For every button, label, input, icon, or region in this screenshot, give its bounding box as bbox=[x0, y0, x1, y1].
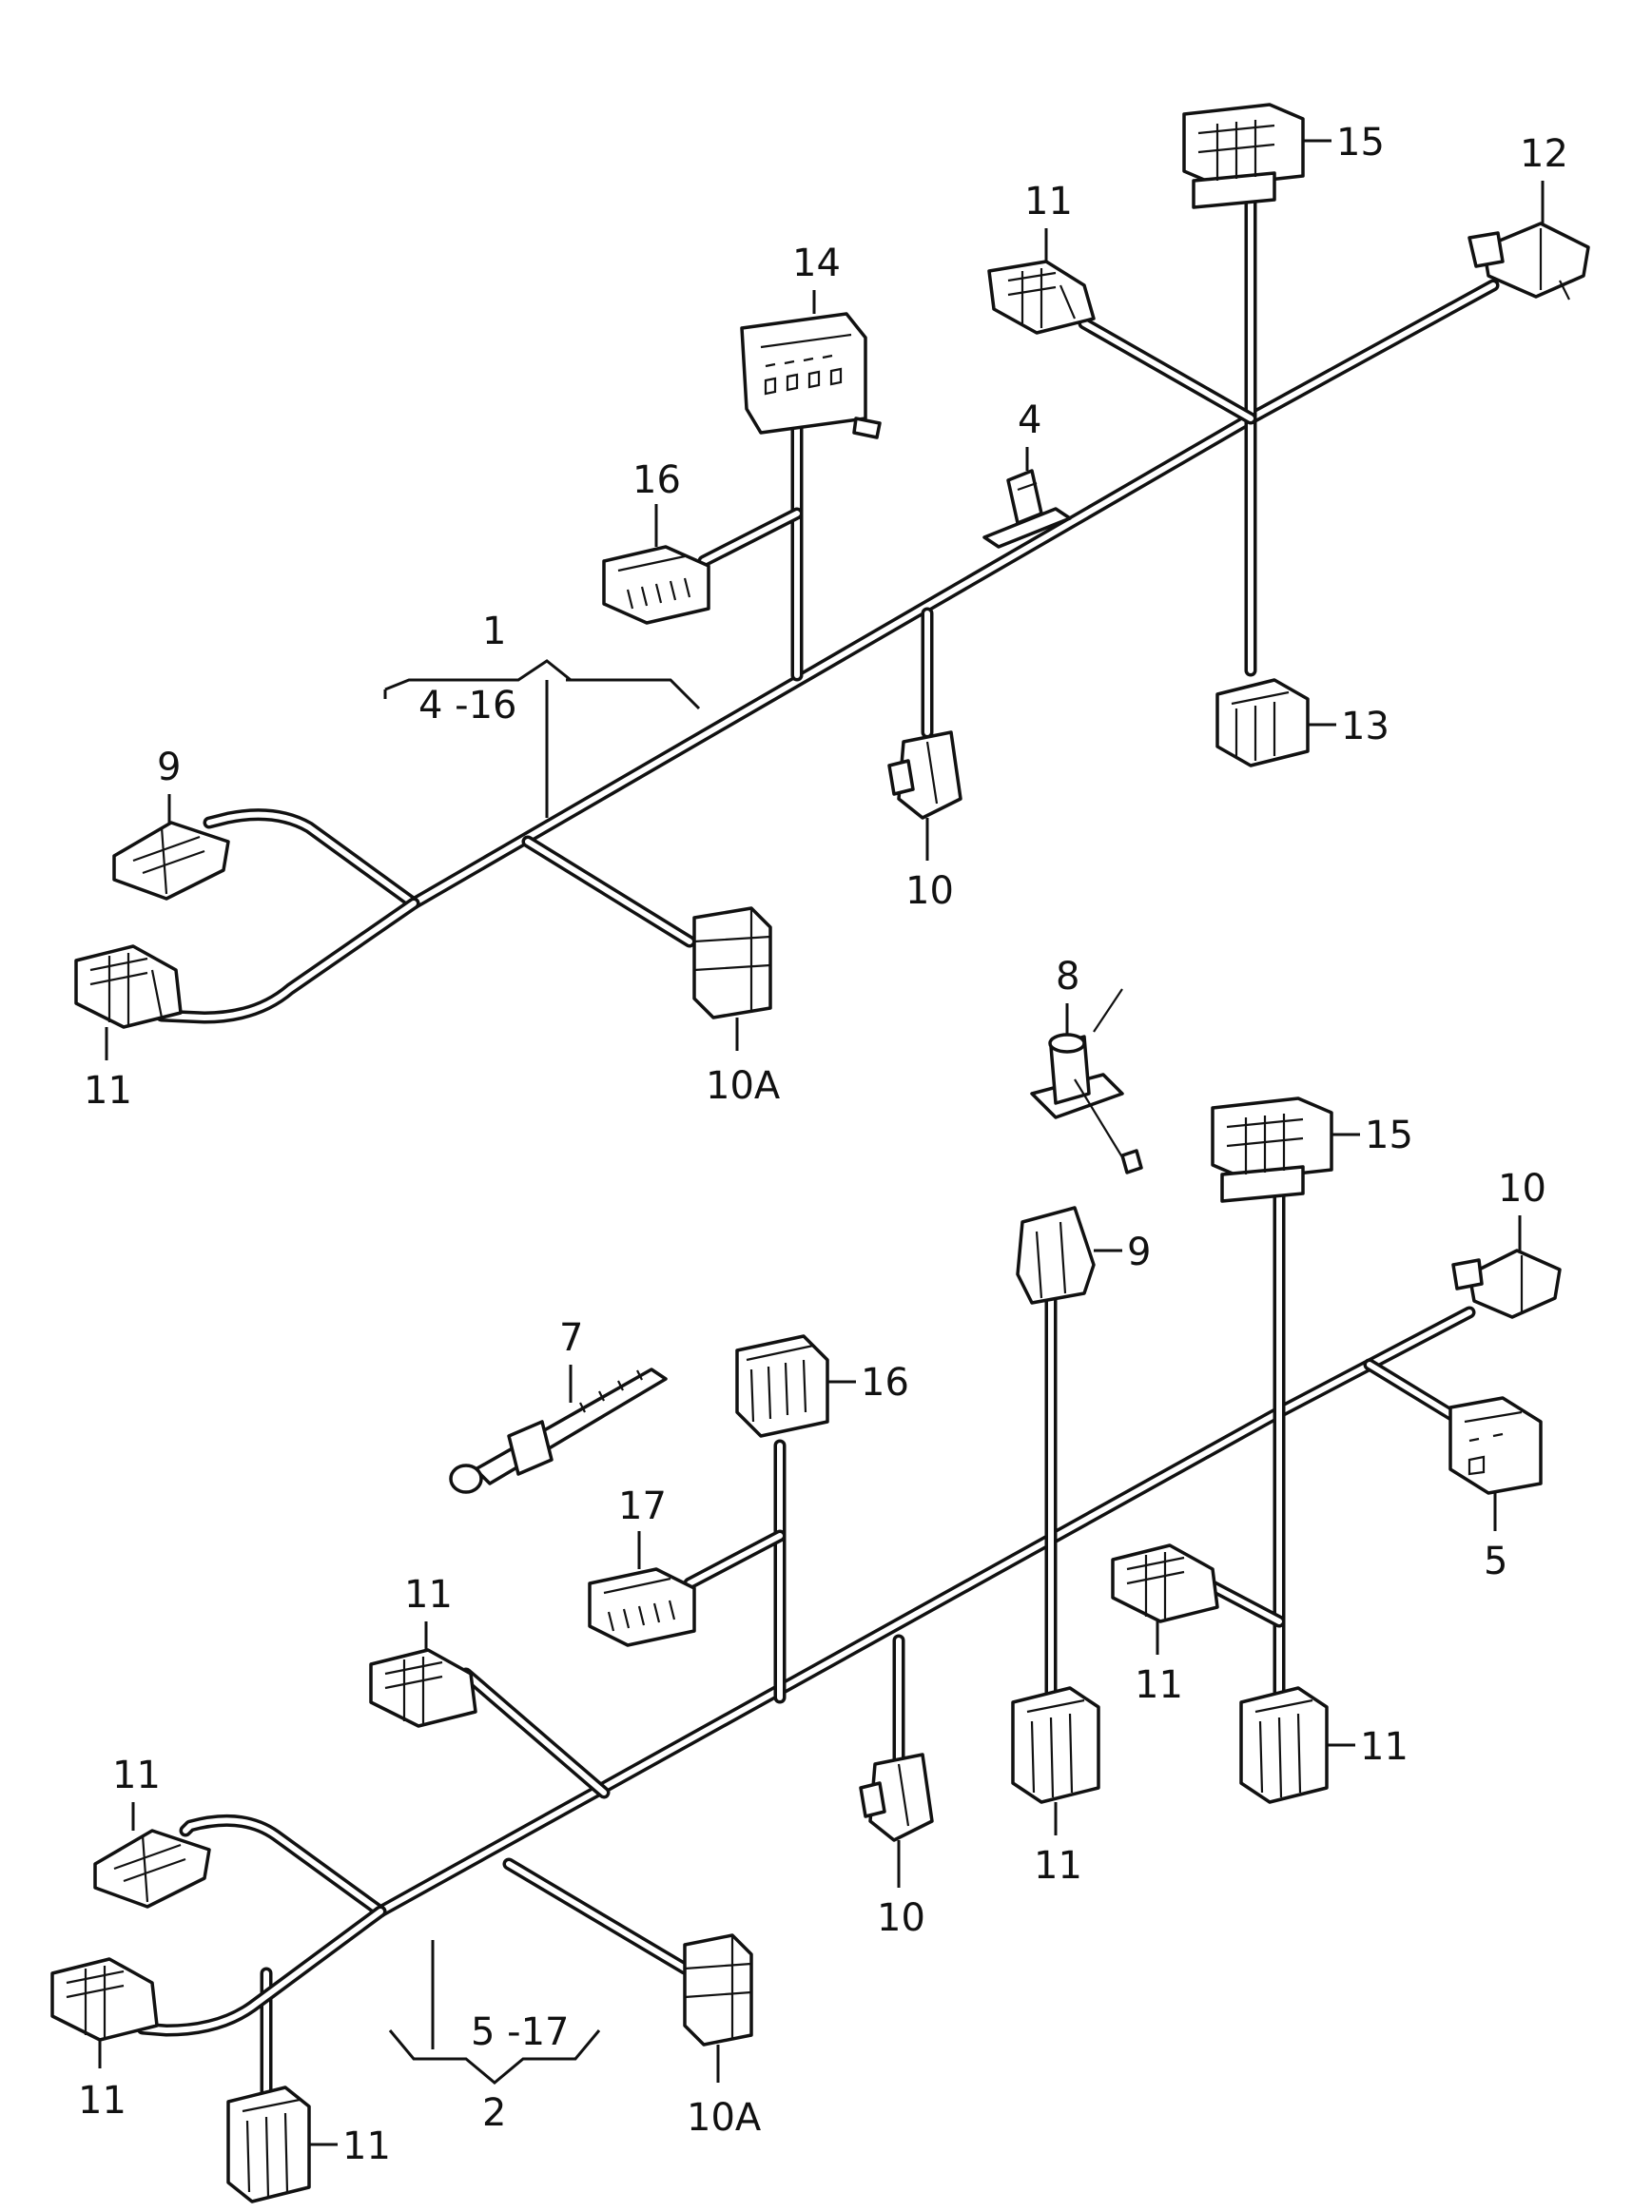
harness-upper bbox=[74, 103, 1590, 1060]
callout-upper-14: 14 bbox=[792, 242, 841, 285]
cable-tie-7 bbox=[449, 1368, 668, 1494]
connector-15-lower bbox=[1211, 1096, 1333, 1203]
connector-11-lower-loop-a bbox=[93, 1829, 211, 1909]
callout-lower-11-a: 11 bbox=[404, 1573, 453, 1617]
connector-10-lower-top bbox=[1451, 1249, 1562, 1319]
callout-lower-10-top: 10 bbox=[1498, 1167, 1546, 1211]
callout-upper-12: 12 bbox=[1520, 132, 1568, 176]
callout-upper-9: 9 bbox=[157, 746, 181, 789]
callout-upper-range: 4 -16 bbox=[418, 684, 517, 728]
callout-lower-7: 7 bbox=[559, 1316, 583, 1360]
connector-17 bbox=[588, 1567, 696, 1647]
callout-lower-8: 8 bbox=[1056, 955, 1079, 999]
connector-5 bbox=[1448, 1396, 1543, 1495]
callout-lower-5: 5 bbox=[1484, 1540, 1507, 1583]
callout-upper-11-top: 11 bbox=[1024, 180, 1073, 223]
callout-upper-15: 15 bbox=[1336, 121, 1385, 165]
callout-upper-10: 10 bbox=[905, 869, 954, 913]
bracket-assembly-2 bbox=[388, 2029, 601, 2085]
connector-9-lower bbox=[1016, 1206, 1096, 1305]
connector-12 bbox=[1467, 222, 1590, 301]
upper-loop-11 bbox=[155, 897, 420, 1024]
callout-lower-11-c: 11 bbox=[1135, 1663, 1183, 1707]
callout-lower-range: 5 -17 bbox=[471, 2010, 570, 2054]
callout-lower-17: 17 bbox=[618, 1484, 667, 1528]
callout-upper-assembly: 1 bbox=[482, 610, 506, 653]
connector-16-upper bbox=[602, 545, 710, 625]
connector-10a-lower bbox=[683, 1933, 753, 2047]
connector-10-upper bbox=[887, 730, 962, 820]
callout-lower-11-b: 11 bbox=[112, 1754, 161, 1797]
connector-10a-upper bbox=[692, 906, 772, 1019]
callout-lower-10-mid: 10 bbox=[877, 1896, 925, 1940]
connector-11-lower-rb bbox=[1239, 1686, 1329, 1804]
callout-lower-15: 15 bbox=[1365, 1114, 1413, 1157]
callout-upper-11-left: 11 bbox=[84, 1069, 132, 1113]
callout-lower-11-e: 11 bbox=[1034, 1844, 1082, 1888]
connector-11-upper-top bbox=[987, 260, 1096, 335]
connector-15-upper bbox=[1182, 103, 1305, 209]
callout-upper-13: 13 bbox=[1341, 705, 1390, 748]
connector-11-lower-right bbox=[1111, 1543, 1219, 1623]
connector-11-upper-left bbox=[74, 944, 183, 1029]
connector-11-lower-mid bbox=[1011, 1686, 1100, 1804]
callout-lower-11-g: 11 bbox=[342, 2125, 391, 2168]
callout-lower-9: 9 bbox=[1127, 1231, 1151, 1274]
connector-11-lower-ul bbox=[369, 1648, 477, 1728]
callout-lower-11-d: 11 bbox=[1360, 1725, 1409, 1769]
connector-13 bbox=[1215, 678, 1310, 767]
callout-lower-16: 16 bbox=[861, 1361, 909, 1405]
callout-upper-4: 4 bbox=[1018, 398, 1041, 442]
connector-9-upper bbox=[112, 821, 230, 901]
harness-lower bbox=[50, 988, 1562, 2203]
lower-loop-11-a bbox=[179, 1814, 387, 1918]
callout-upper-10a: 10A bbox=[706, 1064, 781, 1108]
callout-lower-10a: 10A bbox=[687, 2096, 762, 2140]
connector-14 bbox=[740, 312, 882, 439]
clip-8 bbox=[1030, 988, 1143, 1174]
clip-4 bbox=[982, 469, 1072, 549]
bracket-assembly-1 bbox=[383, 659, 701, 710]
connector-16-lower bbox=[735, 1334, 829, 1438]
connector-11-lower-bottom bbox=[226, 2086, 311, 2203]
callout-lower-11-f: 11 bbox=[78, 2079, 126, 2123]
connector-10-lower-mid bbox=[859, 1753, 934, 1842]
connector-11-lower-loop-b bbox=[50, 1957, 159, 2042]
callout-upper-16: 16 bbox=[632, 458, 681, 502]
callout-lower-assembly: 2 bbox=[482, 2091, 506, 2135]
